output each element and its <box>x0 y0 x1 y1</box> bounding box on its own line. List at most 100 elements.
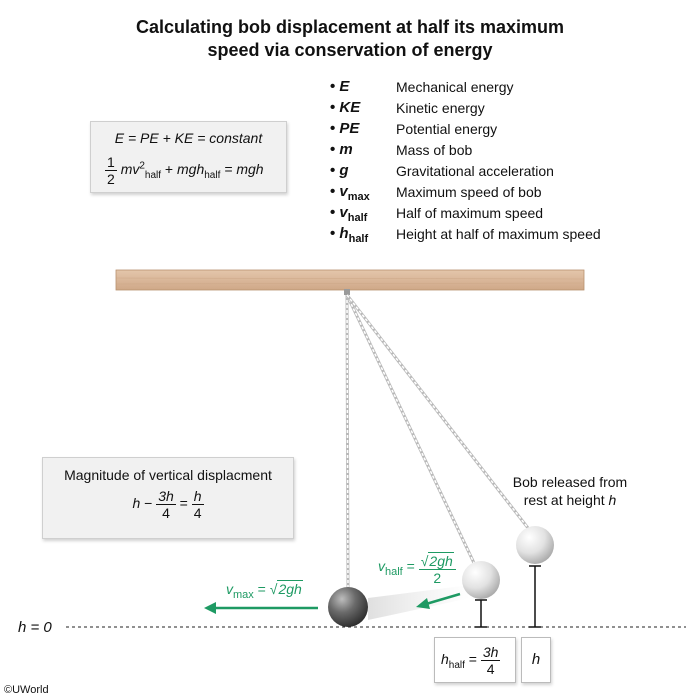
vmax-arrow-head <box>204 602 216 614</box>
bob-released <box>516 526 554 564</box>
string-release-twist <box>346 294 529 529</box>
legend-symbol: • E <box>330 78 349 95</box>
string-middle-twist <box>346 294 475 564</box>
vertical-displacement-title: Magnitude of vertical displacment <box>64 467 272 483</box>
legend-symbol: • KE <box>330 99 360 116</box>
vmax-v: v <box>226 581 233 597</box>
legend-symbol: • PE <box>330 120 359 137</box>
legend-description: Kinetic energy <box>396 100 485 116</box>
vhalf-frac-den: 2 <box>433 570 442 586</box>
motion-trail <box>368 585 470 620</box>
copyright: ©UWorld <box>4 684 49 696</box>
potential-subscript: half <box>204 170 221 181</box>
legend-row: • vhalf Half of maximum speed <box>330 204 630 224</box>
initial-potential-term: = mgh <box>220 161 264 178</box>
squared-exponent: 2 <box>139 160 145 172</box>
vhalf-v: v <box>378 558 385 574</box>
bullet-icon: • <box>330 78 340 95</box>
energy-equation-line2: 1 2 mv2half + mghhalf = mgh <box>105 154 264 187</box>
wood-grain <box>115 277 585 280</box>
bullet-icon: • <box>330 141 340 158</box>
half-fraction-denominator: 2 <box>107 171 115 187</box>
legend-symbol-subscript: half <box>347 212 368 224</box>
vhalf-arrow-head <box>416 598 430 609</box>
bullet-icon: • <box>330 225 340 242</box>
legend-description: Height at half of maximum speed <box>396 226 601 242</box>
hhalf-sub: half <box>448 660 465 671</box>
pivot-mount <box>344 289 350 295</box>
energy-equation-line1: E = PE + KE = constant <box>91 130 286 146</box>
legend-symbol-text: v <box>339 183 348 200</box>
bullet-icon: • <box>330 162 340 179</box>
string-bottom-twist <box>346 294 349 589</box>
hhalf-h: h <box>441 651 449 668</box>
height-markers <box>475 565 541 628</box>
velocity-arrows <box>204 592 461 614</box>
legend-row: • g Gravitational acceleration <box>330 162 630 182</box>
pendulum-strings <box>345 294 530 589</box>
legend-symbol: • vhalf <box>330 204 367 224</box>
wood-grain <box>115 282 585 285</box>
vmax-sub: max <box>233 588 254 601</box>
mag-h: h <box>132 495 141 512</box>
vertical-displacement-box: Magnitude of vertical displacment h − 3h… <box>42 457 294 539</box>
released-label-text: rest at height <box>523 492 609 508</box>
vmax-radicand: 2gh <box>277 580 303 597</box>
bullet-icon: • <box>330 99 340 116</box>
legend-symbol-text: E <box>339 78 350 95</box>
legend-symbol: • m <box>330 141 353 158</box>
legend-symbol-text: h <box>339 225 349 242</box>
h-box-label: h <box>531 651 541 668</box>
legend-row: • E Mechanical energy <box>330 78 630 98</box>
vhalf-sub: half <box>385 565 403 578</box>
mag-frac2-num: h <box>191 488 204 505</box>
mag-equals: = <box>175 495 192 512</box>
legend-row: • hhalf Height at half of maximum speed <box>330 225 630 245</box>
vmax-label: vmax = √2gh <box>226 580 303 601</box>
vhalf-eq: = <box>402 558 419 574</box>
legend-description: Potential energy <box>396 121 498 137</box>
released-label-line1: Bob released from <box>512 474 628 490</box>
legend-symbol: • vmax <box>330 183 370 203</box>
mag-frac1-num: 3h <box>156 488 176 505</box>
vhalf-frac-num: √2gh <box>418 552 456 570</box>
released-label: Bob released from rest at height h <box>500 473 640 509</box>
vhalf-arrow-line <box>425 592 461 606</box>
half-fraction-numerator: 1 <box>105 154 117 171</box>
legend-symbol: • g <box>330 162 349 179</box>
diagram-title: Calculating bob displacement at half its… <box>0 16 700 62</box>
legend-symbol-text: KE <box>339 99 361 116</box>
bob-bottom <box>328 587 368 627</box>
mag-minus: − <box>140 495 157 512</box>
ceiling-beam <box>115 269 585 291</box>
title-line-2: speed via conservation of energy <box>207 40 493 60</box>
vmax-eq: = <box>253 581 270 597</box>
released-label-h: h <box>608 492 617 508</box>
legend-row: • KE Kinetic energy <box>330 99 630 119</box>
hhalf-frac-num: 3h <box>480 644 501 661</box>
legend-symbol-text: PE <box>339 120 360 137</box>
legend-symbol-text: m <box>339 141 353 158</box>
h0-label: h = 0 <box>18 619 52 636</box>
legend-symbol: • hhalf <box>330 225 368 245</box>
energy-equation-box: E = PE + KE = constant 1 2 mv2half + mgh… <box>90 121 287 193</box>
bullet-icon: • <box>330 204 340 221</box>
h-box: h <box>521 637 551 683</box>
potential-term: mgh <box>177 161 205 178</box>
title-line-1: Calculating bob displacement at half its… <box>135 17 565 37</box>
bullet-icon: • <box>330 183 340 200</box>
legend-description: Gravitational acceleration <box>396 163 554 179</box>
half-fraction: 1 2 <box>105 154 117 187</box>
legend-symbol-subscript: half <box>348 233 369 245</box>
released-label-line2: rest at height h <box>500 491 640 509</box>
hhalf-eq: = <box>464 651 481 668</box>
legend-description: Mechanical energy <box>396 79 514 95</box>
legend-description: Half of maximum speed <box>396 205 544 221</box>
